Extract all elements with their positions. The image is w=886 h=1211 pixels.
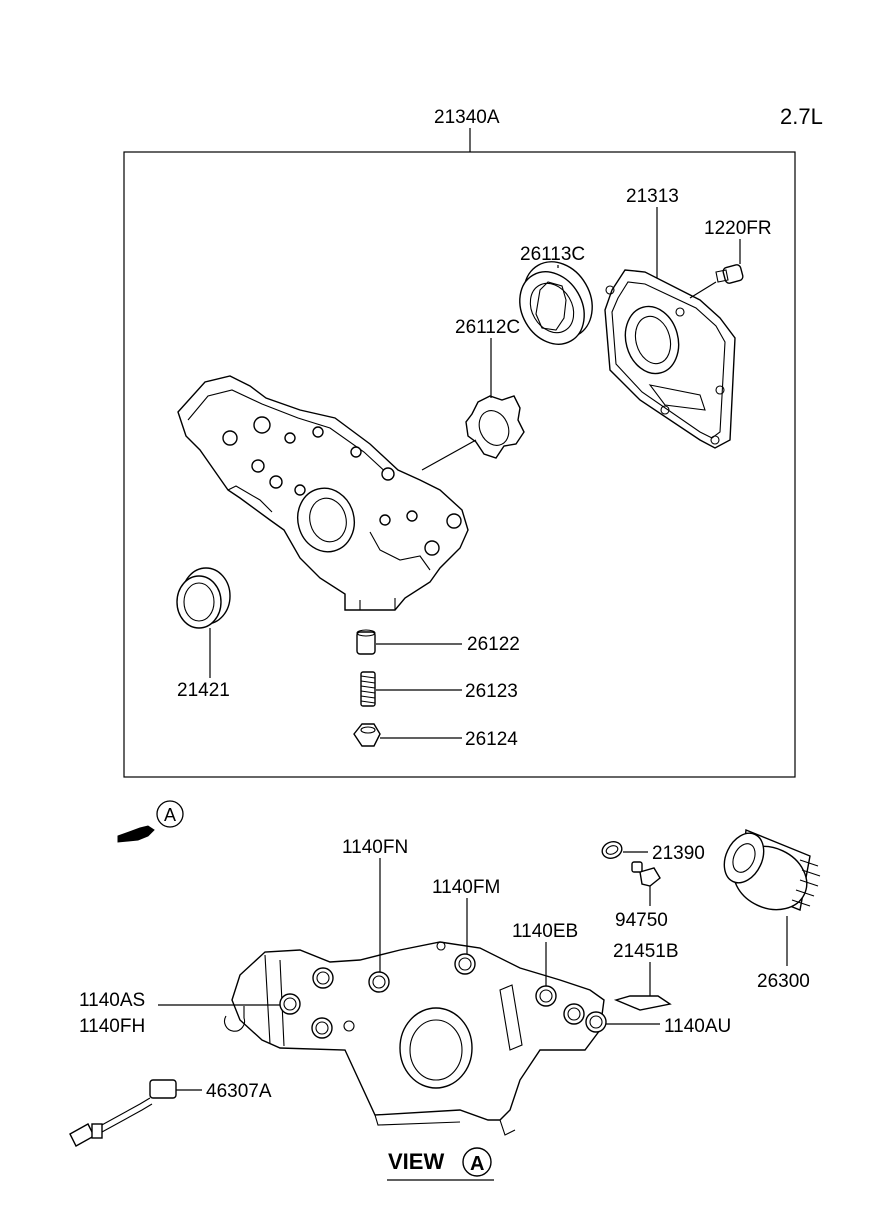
oil-seal[interactable] [176,567,231,629]
relief-spring[interactable] [360,671,376,707]
callout-21313: 21313 [626,186,679,207]
callout-1220FR: 1220FR [704,218,772,239]
callout-26113C: 26113C [520,244,585,265]
oil-pressure-switch[interactable] [631,861,661,887]
o-ring[interactable] [600,839,624,861]
assembly-label[interactable]: 21340A [434,107,500,128]
callout-26123: 26123 [465,681,518,702]
callout-26112C: 26112C [455,317,520,338]
callout-26124: 26124 [465,729,518,750]
view-arrow-icon [117,825,155,843]
pump-body[interactable] [177,375,469,611]
engine-label: 2.7L [780,104,823,129]
callout-1140EB: 1140EB [512,921,578,942]
callout-21421: 21421 [177,680,230,701]
callout-1140FN: 1140FN [342,837,408,858]
view-marker-circle-icon [156,800,184,828]
pump-assembly-view[interactable] [223,941,607,1136]
view-marker-circle-bottom-icon [462,1147,492,1177]
pump-cover-gasket[interactable] [604,269,736,449]
callout-1140AU: 1140AU [664,1016,731,1037]
inner-rotor[interactable] [465,395,525,459]
callout-26300: 26300 [757,971,810,992]
callout-46307A: 46307A [206,1081,272,1102]
view-marker-top: A [164,805,176,825]
callout-1140FM: 1140FM [432,877,500,898]
callout-21390: 21390 [652,843,705,864]
relief-plunger[interactable] [356,629,376,655]
callout-1140AS: 1140AS [79,990,145,1011]
callout-94750: 94750 [615,910,668,931]
view-title: VIEW [388,1149,444,1174]
bracket[interactable] [613,995,672,1011]
callout-1140FH: 1140FH [79,1016,145,1037]
view-marker-bottom: A [470,1153,484,1175]
wiring-harness[interactable] [69,1079,177,1147]
assembly-frame [123,151,796,778]
callout-26122: 26122 [467,634,520,655]
callout-21451B: 21451B [613,941,679,962]
oil-filter[interactable] [717,827,821,921]
outer-rotor[interactable] [507,249,606,356]
cover-bolt[interactable] [715,264,744,284]
relief-plug[interactable] [353,723,381,747]
